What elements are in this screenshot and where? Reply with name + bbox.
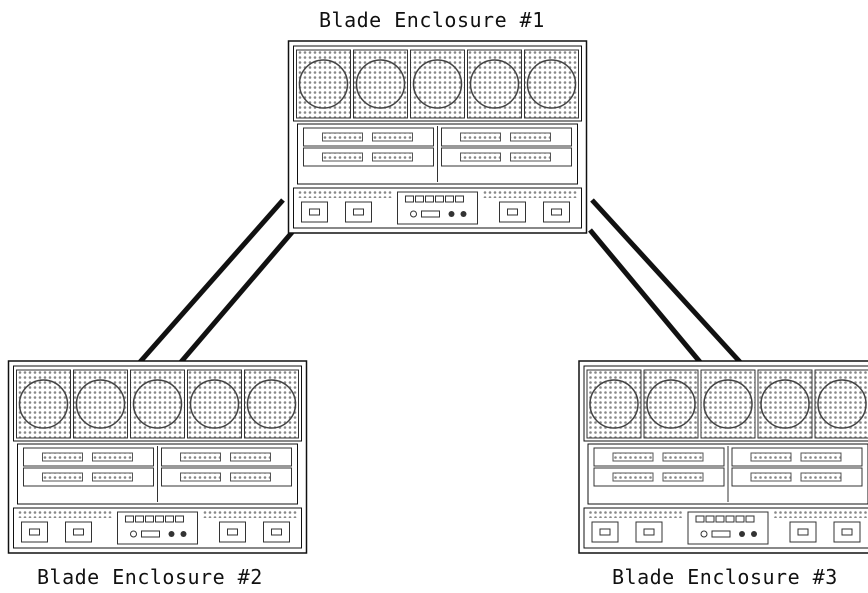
blade-bays: [587, 443, 868, 505]
blade-enclosure-3: [578, 360, 868, 554]
cable-1-to-3-a: [590, 198, 742, 364]
enclosure-2-label: Blade Enclosure #2: [37, 565, 263, 589]
cable-1-to-3-b: [588, 228, 702, 364]
blade-bays: [17, 443, 298, 505]
cable-1-to-2-b: [179, 228, 296, 364]
blade-bays: [297, 123, 578, 185]
power-io-row: [13, 507, 302, 549]
power-io-row: [293, 187, 582, 229]
fan-modules: [293, 45, 582, 122]
power-io-row: [583, 507, 868, 549]
enclosure-3-label: Blade Enclosure #3: [612, 565, 838, 589]
blade-enclosure-1: [287, 40, 588, 234]
fan-modules: [13, 365, 302, 442]
fan-modules: [583, 365, 868, 442]
blade-enclosure-2: [7, 360, 308, 554]
enclosure-1-label: Blade Enclosure #1: [319, 8, 545, 32]
cable-1-to-2-a: [138, 198, 285, 364]
